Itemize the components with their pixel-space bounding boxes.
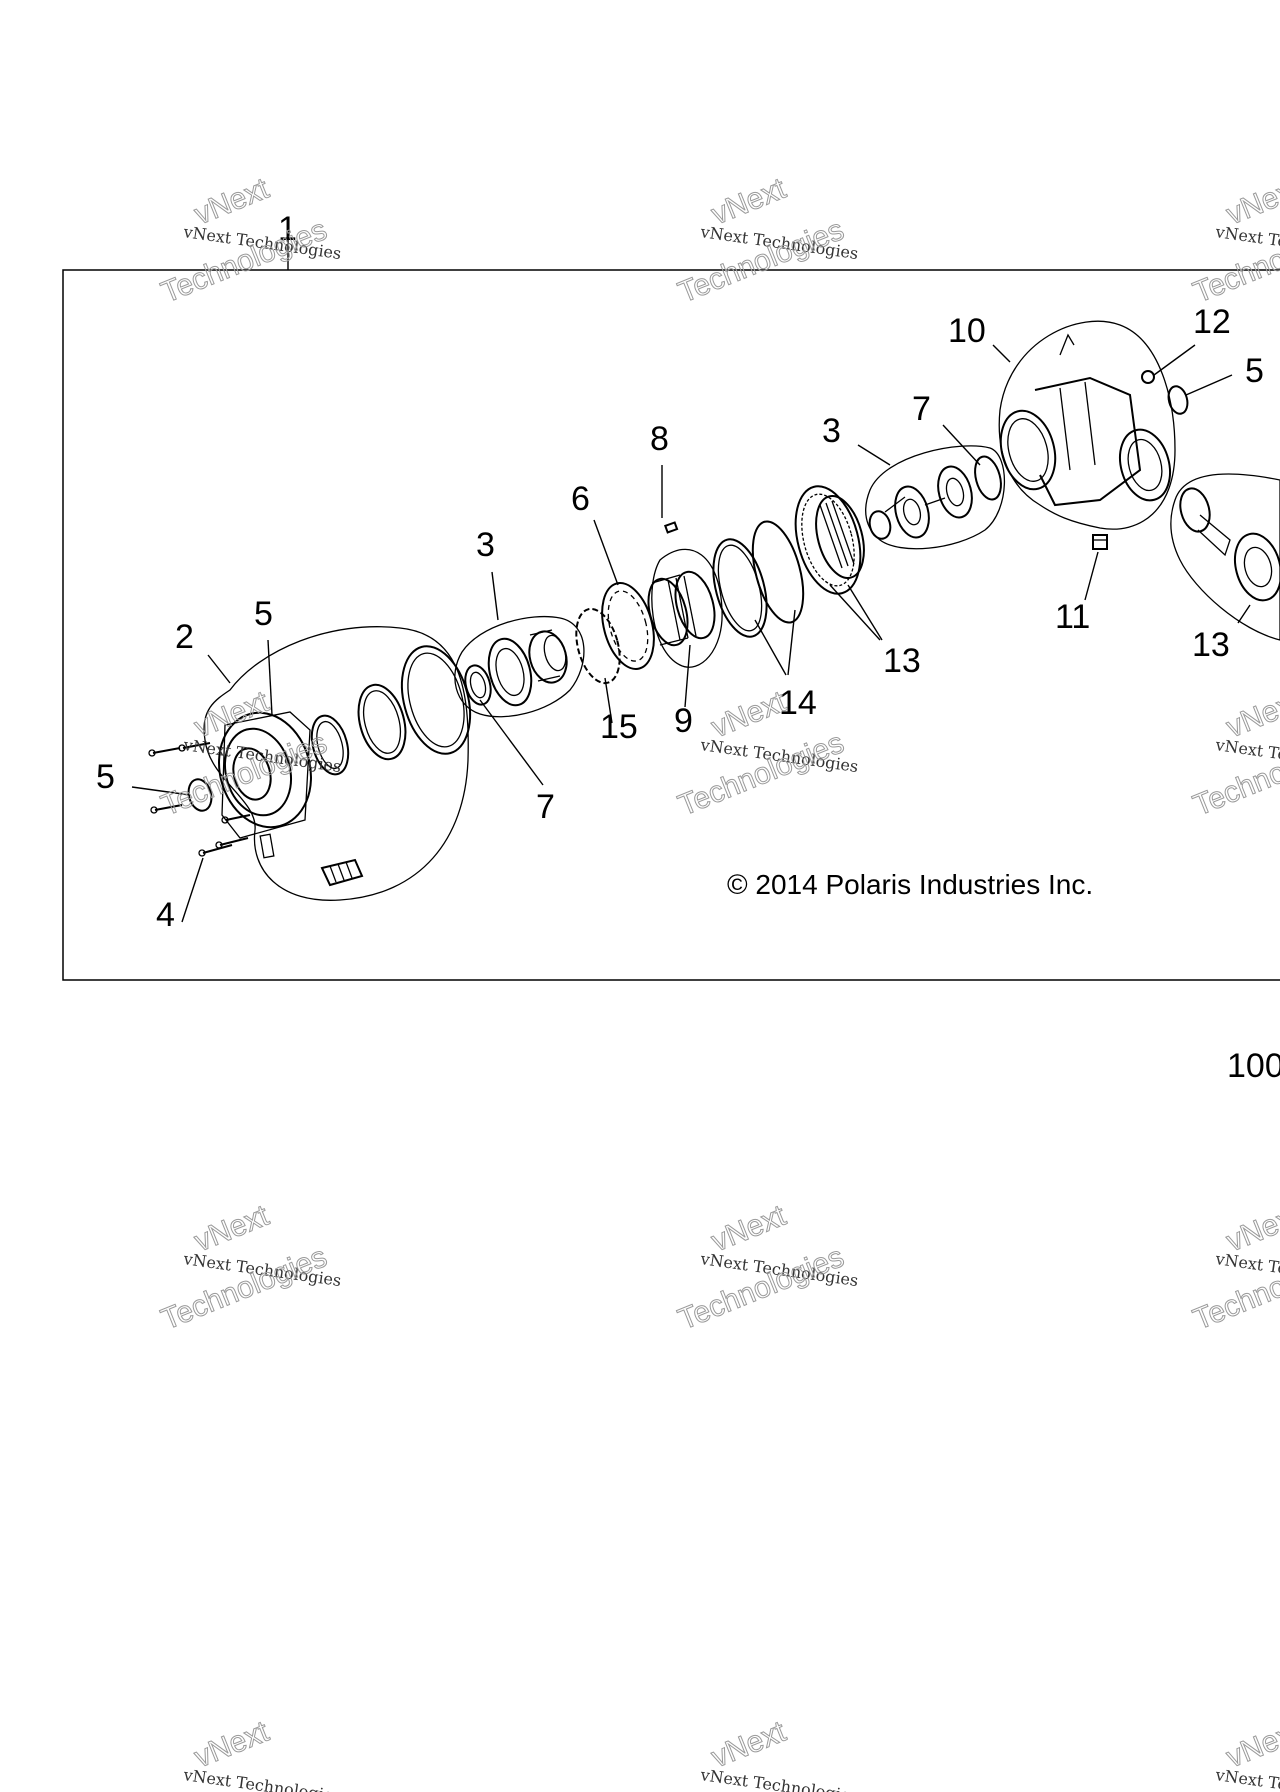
callout-13-right: 13: [1192, 626, 1230, 664]
retaining-ring-14b: [751, 520, 805, 624]
leader-lines: [131, 344, 1251, 923]
callout-5-left: 5: [96, 758, 115, 796]
callout-14: 14: [779, 684, 817, 722]
svg-text:vNext: vNext: [707, 1715, 791, 1775]
callout-15: 15: [600, 708, 638, 746]
svg-text:vNext: vNext: [1222, 1199, 1280, 1259]
svg-text:vNext: vNext: [190, 172, 274, 232]
callout-5-top: 5: [254, 595, 273, 633]
group-outline-13-right: [1170, 473, 1280, 641]
svg-text:vNext: vNext: [190, 685, 274, 745]
group-outline-9: [651, 548, 723, 668]
retainer-clip: [320, 858, 364, 887]
svg-text:Technologies: Technologies: [674, 213, 849, 309]
svg-text:Technologies: Technologies: [674, 1240, 849, 1336]
o-ring-small: [310, 714, 350, 776]
retaining-ring-14a: [712, 538, 768, 638]
group-outline-2: [203, 626, 469, 901]
watermarks: vNext Technologies vNext Technologies vN…: [156, 171, 1280, 1792]
svg-text:vNext: vNext: [1222, 172, 1280, 232]
svg-text:Technologies: Technologies: [157, 1240, 332, 1336]
callout-8: 8: [650, 420, 669, 458]
callout-4: 4: [156, 896, 175, 934]
callout-3-right: 3: [822, 412, 841, 450]
pinion-shaft-13: [1179, 487, 1280, 602]
callout-2: 2: [175, 618, 194, 656]
gearcase-housing-10: [999, 333, 1171, 507]
vent-fitting-12: [1141, 370, 1155, 384]
shaft-3-right: [868, 465, 973, 540]
svg-text:vNext: vNext: [1222, 685, 1280, 745]
wave-spring-15: [575, 607, 621, 685]
svg-text:vNext: vNext: [190, 1715, 274, 1775]
callout-12: 12: [1193, 303, 1231, 341]
group-outline-3-right: [865, 445, 1006, 550]
svg-text:vNext: vNext: [707, 685, 791, 745]
front-housing-cover: [218, 711, 312, 859]
seal-5-right: [1167, 385, 1189, 415]
pin-8: [663, 521, 679, 534]
diagram-frame: [62, 269, 1280, 981]
callout-11: 11: [1055, 598, 1090, 636]
roller-cage-9: [647, 570, 716, 647]
ring-gear-13: [794, 485, 865, 595]
svg-text:vNext: vNext: [707, 172, 791, 232]
callout-1: 1: [278, 210, 297, 248]
callout-7-right: 7: [912, 390, 931, 428]
o-ring-medium: [357, 683, 407, 761]
bolts-4: [148, 742, 251, 857]
svg-text:vNext: vNext: [190, 1199, 274, 1259]
shaft-gear-left: [528, 629, 568, 684]
svg-text:vNext: vNext: [1222, 1715, 1280, 1775]
bearing-3-left: [487, 637, 533, 707]
callout-3-left: 3: [476, 526, 495, 564]
svg-text:Technologies: Technologies: [157, 213, 332, 309]
svg-text:vNext: vNext: [707, 1199, 791, 1259]
callout-5-right: 5: [1245, 352, 1264, 390]
drain-plug-11: [1092, 534, 1108, 550]
bearing-7-right: [974, 455, 1002, 501]
group-outline-3-left: [454, 615, 585, 718]
callout-9: 9: [674, 702, 693, 740]
svg-text:Technologies: Technologies: [674, 726, 849, 822]
page-number: 100: [1227, 1047, 1280, 1085]
callout-6: 6: [571, 480, 590, 518]
seal-5-left: [187, 778, 213, 812]
callout-10: 10: [948, 312, 986, 350]
group-outline-10: [998, 320, 1176, 530]
callout-13-center: 13: [883, 642, 921, 680]
callout-7-left: 7: [536, 788, 555, 826]
copyright-notice: © 2014 Polaris Industries Inc.: [727, 869, 1093, 900]
